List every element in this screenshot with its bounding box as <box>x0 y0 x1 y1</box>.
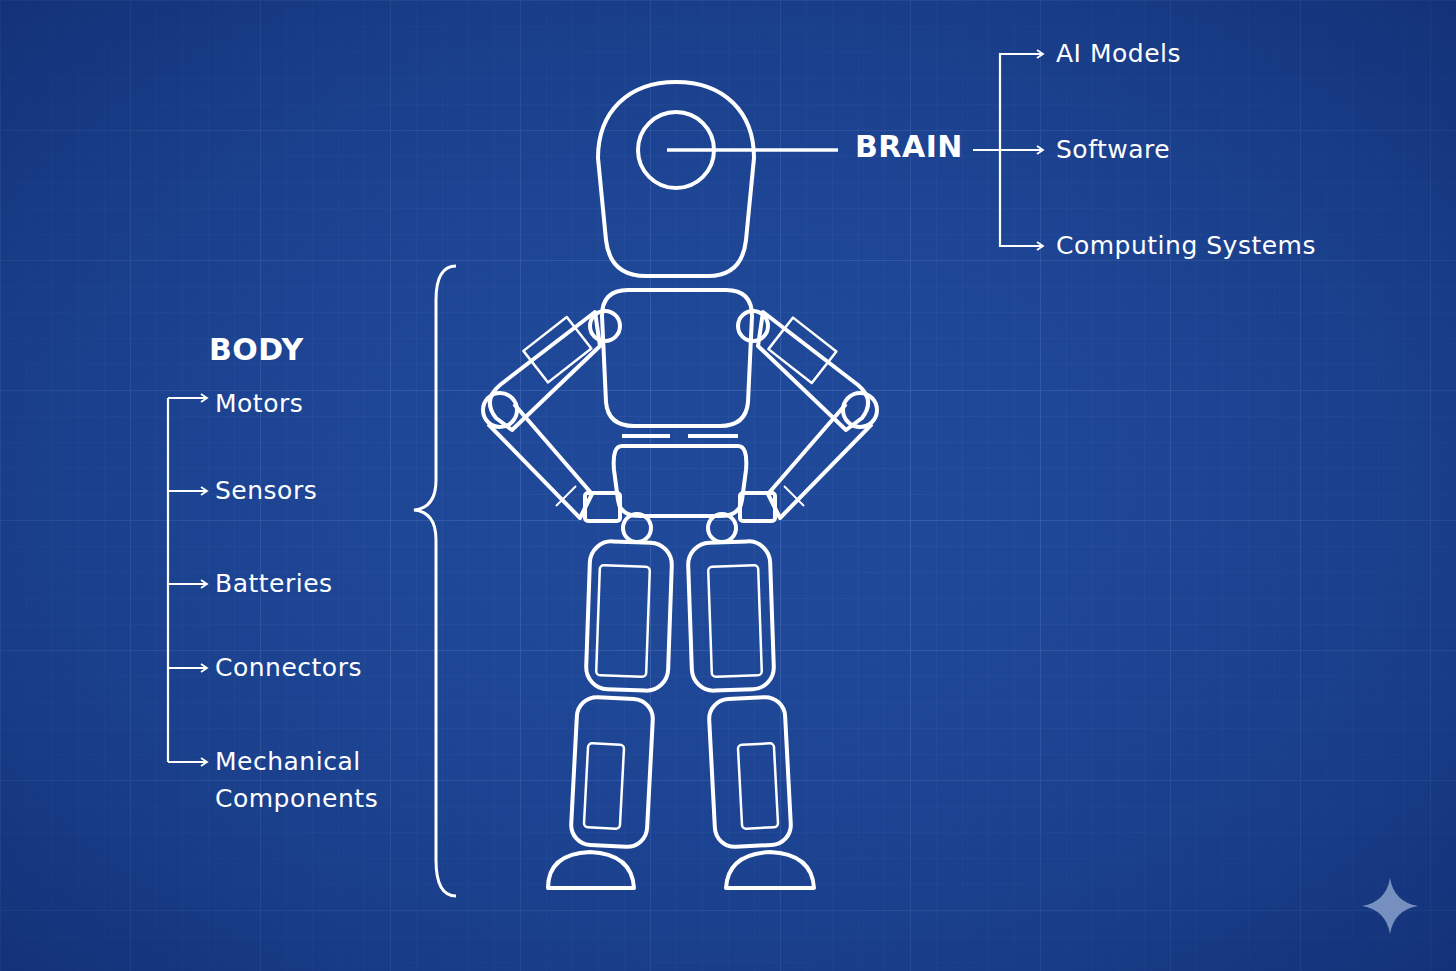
brain-heading: BRAIN <box>855 129 963 165</box>
body-heading: BODY <box>209 332 304 368</box>
body-part: Mechanical Components <box>215 743 420 817</box>
body-part: Connectors <box>215 653 362 683</box>
brain-part: AI Models <box>1056 39 1181 69</box>
body-part: Batteries <box>215 569 333 599</box>
body-part: Sensors <box>215 476 317 506</box>
brain-part: Computing Systems <box>1056 231 1316 261</box>
body-part: Motors <box>215 389 303 419</box>
brain-part: Software <box>1056 135 1170 165</box>
